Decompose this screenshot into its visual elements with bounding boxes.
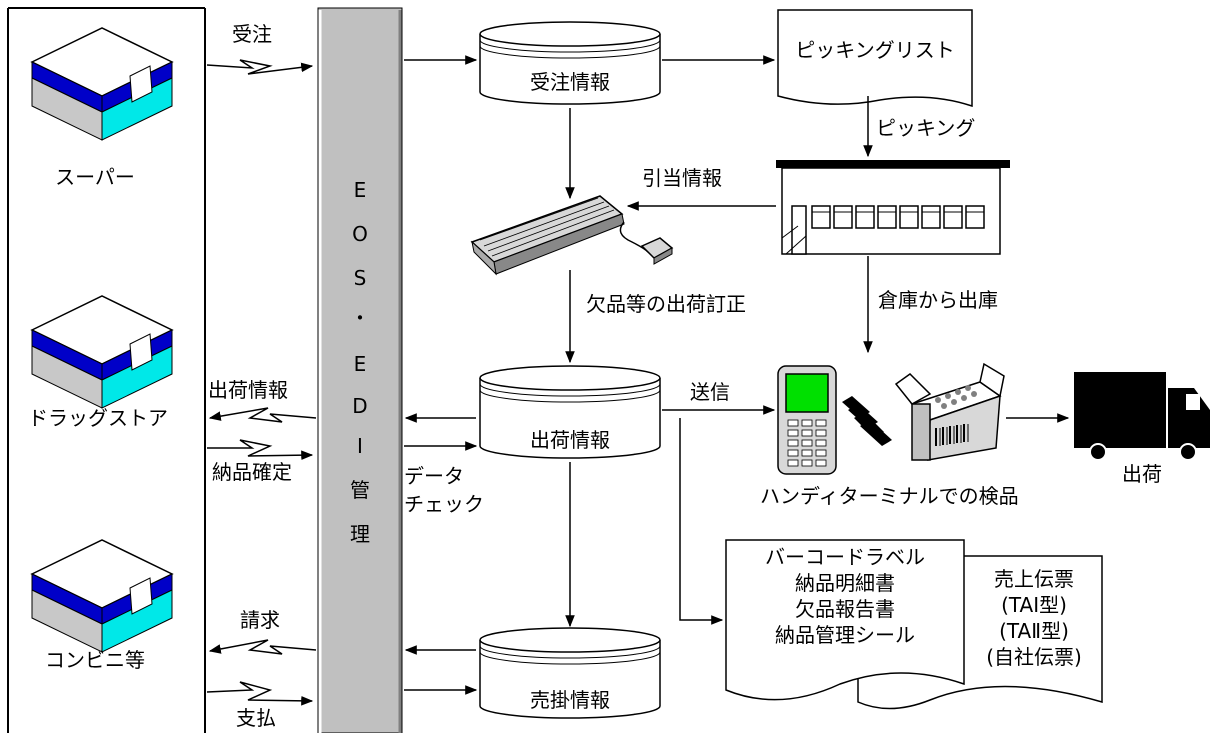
db-label-sales-info: 売掛情報 [530, 688, 610, 712]
flow-label-delivery-confirm: 納品確定 [212, 460, 292, 484]
eos-char-ri: 理 [350, 522, 370, 546]
scan-beam-icon [842, 396, 892, 446]
eos-char-e: E [353, 178, 367, 202]
warehouse-icon [776, 160, 1010, 255]
supermarket-icon [31, 27, 173, 141]
drugstore-icon [31, 295, 173, 409]
allocation-info-label: 引当情報 [642, 166, 722, 190]
edi-char-e: E [353, 352, 367, 376]
flow-label-shipping-info: 出荷情報 [208, 378, 288, 402]
shipping-info-db [479, 365, 661, 459]
store-label-drugstore: ドラッグストア [28, 406, 168, 430]
convenience-store-icon [31, 539, 173, 653]
back-doc-line-1: 売上伝票 [994, 567, 1074, 591]
handy-terminal-icon [777, 365, 837, 475]
warehouse-out-label: 倉庫から出庫 [878, 288, 998, 312]
documents-stack [725, 539, 1103, 710]
flow-label-payment: 支払 [236, 706, 276, 730]
truck-label: 出荷 [1122, 462, 1162, 486]
db-label-shipping-info: 出荷情報 [530, 428, 610, 452]
front-doc-line-2: 納品明細書 [795, 571, 895, 595]
data-check-label-line2: チェック [404, 492, 484, 516]
truck-icon [1074, 372, 1210, 461]
comm-arrows [206, 59, 317, 706]
data-check-label-line1: データ [404, 464, 464, 488]
flow-arrows [404, 55, 1070, 695]
picking-list-label: ピッキングリスト [795, 38, 955, 62]
back-doc-line-4: (自社伝票) [986, 645, 1082, 669]
back-doc-line-3: (TAⅡ型) [999, 619, 1069, 643]
front-doc-line-4: 納品管理シール [775, 623, 915, 647]
picking-list-doc [777, 9, 973, 108]
sales-info-db [479, 627, 661, 719]
eos-char-dot: ・ [350, 306, 370, 330]
store-label-super: スーパー [55, 165, 135, 189]
db-label-order-info: 受注情報 [530, 70, 610, 94]
back-doc-line-2: (TAⅠ型) [1001, 593, 1067, 617]
mouse-icon [640, 237, 674, 265]
order-info-db [479, 21, 661, 105]
flow-label-billing: 請求 [240, 608, 280, 632]
eos-edi-bar [317, 7, 403, 733]
store-panel [7, 7, 206, 733]
handy-terminal-label: ハンディターミナルでの検品 [760, 484, 1019, 508]
keyboard-icon [470, 195, 625, 276]
eos-char-kan: 管 [350, 478, 370, 502]
package-box-icon [894, 362, 1005, 461]
edi-char-d: D [352, 394, 368, 418]
store-label-convenience: コンビニ等 [45, 648, 145, 672]
picking-label: ピッキング [876, 116, 976, 140]
edi-char-i: I [357, 434, 363, 458]
front-doc-line-1: バーコードラベル [765, 545, 925, 569]
front-doc-line-3: 欠品報告書 [795, 597, 895, 621]
flow-label-order: 受注 [232, 22, 272, 46]
eos-char-s: S [353, 266, 367, 290]
shipping-correction-label: 欠品等の出荷訂正 [586, 292, 746, 316]
eos-char-o: O [352, 222, 368, 246]
send-label: 送信 [690, 380, 730, 404]
